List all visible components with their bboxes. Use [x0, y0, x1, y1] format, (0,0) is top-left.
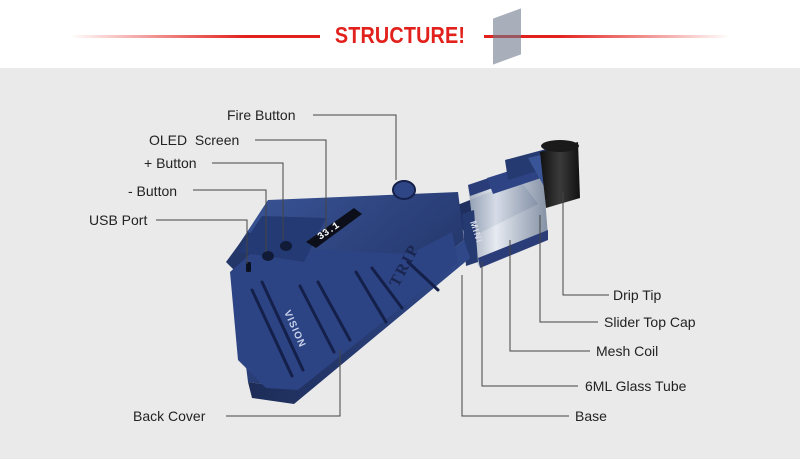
tank: MINI: [445, 8, 580, 268]
minus-button: [262, 251, 274, 261]
label-oled-screen: OLED Screen: [149, 132, 239, 148]
leader-drip-tip: [563, 192, 609, 295]
label-plus-button: + Button: [144, 155, 197, 171]
leader-slider-top-cap: [540, 215, 598, 322]
label-usb-port: USB Port: [89, 212, 147, 228]
label-minus-button: - Button: [128, 183, 177, 199]
label-back-cover: Back Cover: [133, 408, 205, 424]
plus-button: [280, 241, 292, 251]
mod-body: VISION TRIP 33.1: [226, 181, 470, 404]
label-slider-top-cap: Slider Top Cap: [604, 314, 696, 330]
label-base: Base: [575, 408, 607, 424]
label-fire-button: Fire Button: [227, 107, 295, 123]
label-drip-tip: Drip Tip: [613, 287, 661, 303]
fire-button: [393, 181, 415, 199]
drip-tip-top: [541, 140, 579, 152]
leader-glass-tube: [482, 262, 578, 386]
label-mesh-coil: Mesh Coil: [596, 343, 658, 359]
leader-fire-button: [313, 115, 396, 180]
label-glass-tube: 6ML Glass Tube: [585, 378, 686, 394]
mesh-coil: [493, 8, 521, 64]
leader-base: [462, 275, 569, 416]
